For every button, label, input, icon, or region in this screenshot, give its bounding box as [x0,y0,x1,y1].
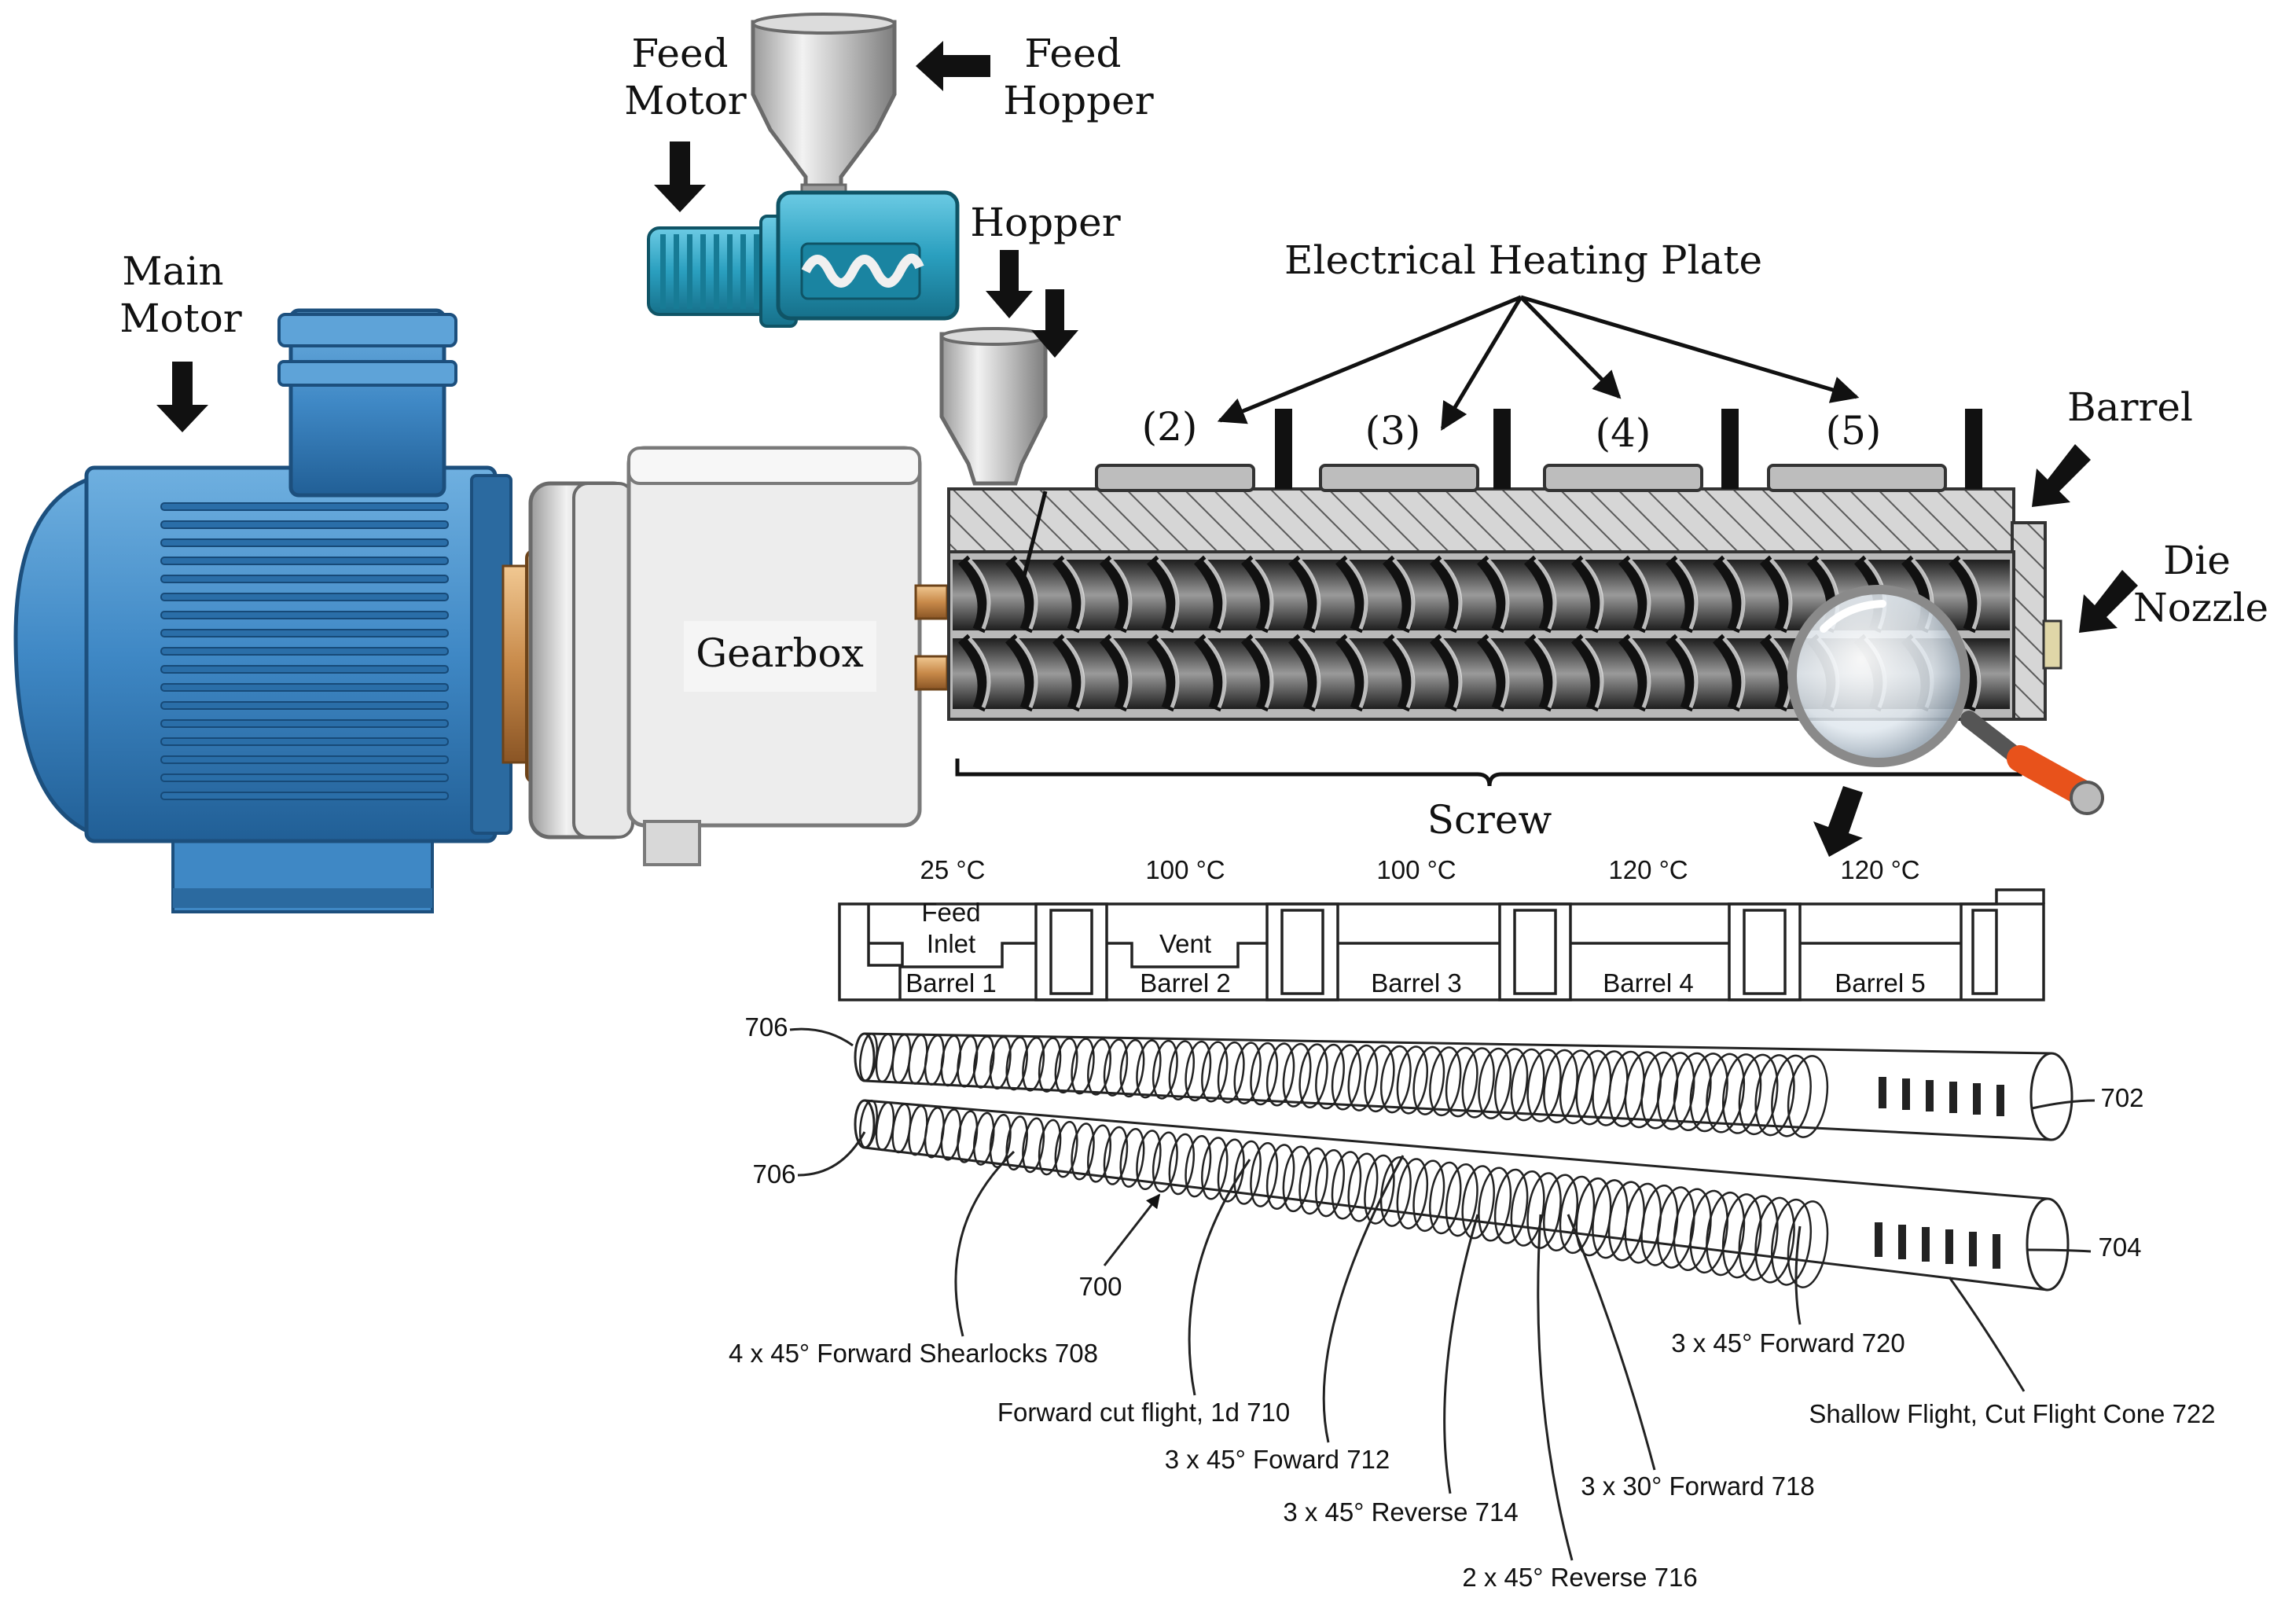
barrel-temperatures: 25 °C 100 °C 100 °C 120 °C 120 °C [920,855,1920,884]
ref-700: 700 [1078,1272,1122,1301]
heating-plate-label: Electrical Heating Plate [1284,237,1762,283]
element-722-label: Shallow Flight, Cut Flight Cone 722 [1809,1399,2215,1428]
element-718-label: 3 x 30° Forward 718 [1581,1472,1815,1501]
heating-plate-pointers [1217,295,1860,432]
element-720-label: 3 x 45° Forward 720 [1671,1328,1905,1358]
feed-inlet-label-line1: Feed [921,898,980,927]
die-nozzle-label-line2: Nozzle [2133,585,2268,630]
detail-arrow-icon [1813,786,1863,857]
barrel-3-label: Barrel 3 [1371,968,1462,998]
motor-coupling [525,481,635,840]
element-714-label: 3 x 45° Reverse 714 [1283,1497,1518,1527]
barrel-4-label: Barrel 4 [1603,968,1694,998]
feed-motor-label-line1: Feed [631,31,728,76]
screw-label: Screw [1427,797,1552,843]
main-motor [13,308,536,913]
temperature-barrel-2: 100 °C [1145,855,1225,884]
barrel-arrow-icon [2032,444,2091,507]
feed-hopper-label-line1: Feed [1024,31,1121,76]
barrel-1-label: Barrel 1 [905,968,997,998]
magnifier-icon [1787,585,2104,815]
heating-plates [1095,409,1982,492]
barrel-2-label: Barrel 2 [1140,968,1231,998]
screw-element-callouts [954,1150,2026,1561]
gearbox-label: Gearbox [696,630,864,676]
temperature-barrel-1: 25 °C [920,855,986,884]
hopper-arrow-2-icon [1031,289,1078,358]
main-motor-arrow-icon [156,362,208,432]
element-710-label: Forward cut flight, 1d 710 [997,1398,1290,1427]
barrel-section-labels: Feed Inlet Vent Barrel 1 Barrel 2 Barrel… [905,898,1926,998]
barrel-hopper [939,327,1048,486]
die-nozzle [2042,619,2062,670]
barrel-profile [838,888,2045,1001]
screw-element-drawing [854,1032,2073,1291]
feed-hopper-arrow-icon [916,41,990,91]
die-nozzle-arrow-icon [2079,570,2138,633]
screw-element-labels: 4 x 45° Forward Shearlocks 708 Forward c… [729,1328,2216,1592]
ref-702: 702 [2100,1083,2143,1112]
temperature-barrel-3: 100 °C [1376,855,1456,884]
zone-label-2: (2) [1142,404,1198,450]
gearbox: Gearbox [626,446,949,866]
feed-motor-arrow-icon [654,141,706,212]
ref-704: 704 [2098,1233,2141,1262]
screw-brace [955,759,2022,787]
ref-706-bottom: 706 [752,1159,795,1189]
zone-label-3: (3) [1365,408,1421,454]
zone-label-5: (5) [1826,408,1882,454]
barrel-5-label: Barrel 5 [1835,968,1926,998]
element-716-label: 2 x 45° Reverse 716 [1462,1563,1697,1592]
temperature-barrel-4: 120 °C [1608,855,1688,884]
vent-label: Vent [1159,929,1211,958]
hopper-label: Hopper [970,200,1120,245]
feed-motor [647,190,960,328]
element-712-label: 3 x 45° Foward 712 [1165,1445,1390,1474]
motor-cooling-fins [160,502,449,800]
gearbox-label-box [684,621,876,692]
hopper-arrow-icon [986,250,1033,318]
barrel-label: Barrel [2067,384,2193,430]
die-nozzle-label-line1: Die [2163,538,2231,583]
ref-706-top: 706 [744,1012,788,1042]
main-motor-label-line2: Motor [119,296,241,341]
feed-hopper [751,13,897,202]
main-motor-label-line1: Main [122,248,223,294]
feed-motor-label-line2: Motor [624,78,746,123]
element-708-label: 4 x 45° Forward Shearlocks 708 [729,1339,1098,1368]
temperature-barrel-5: 120 °C [1840,855,1919,884]
reference-numbers: 706 706 700 702 704 [744,1012,2143,1301]
zone-label-4: (4) [1596,410,1651,456]
feed-hopper-label-line2: Hopper [1003,78,1153,123]
feed-inlet-label-line2: Inlet [927,929,975,958]
twin-screws [953,555,2010,712]
block-arrows [156,41,2138,857]
extruder-barrel [947,487,2062,721]
